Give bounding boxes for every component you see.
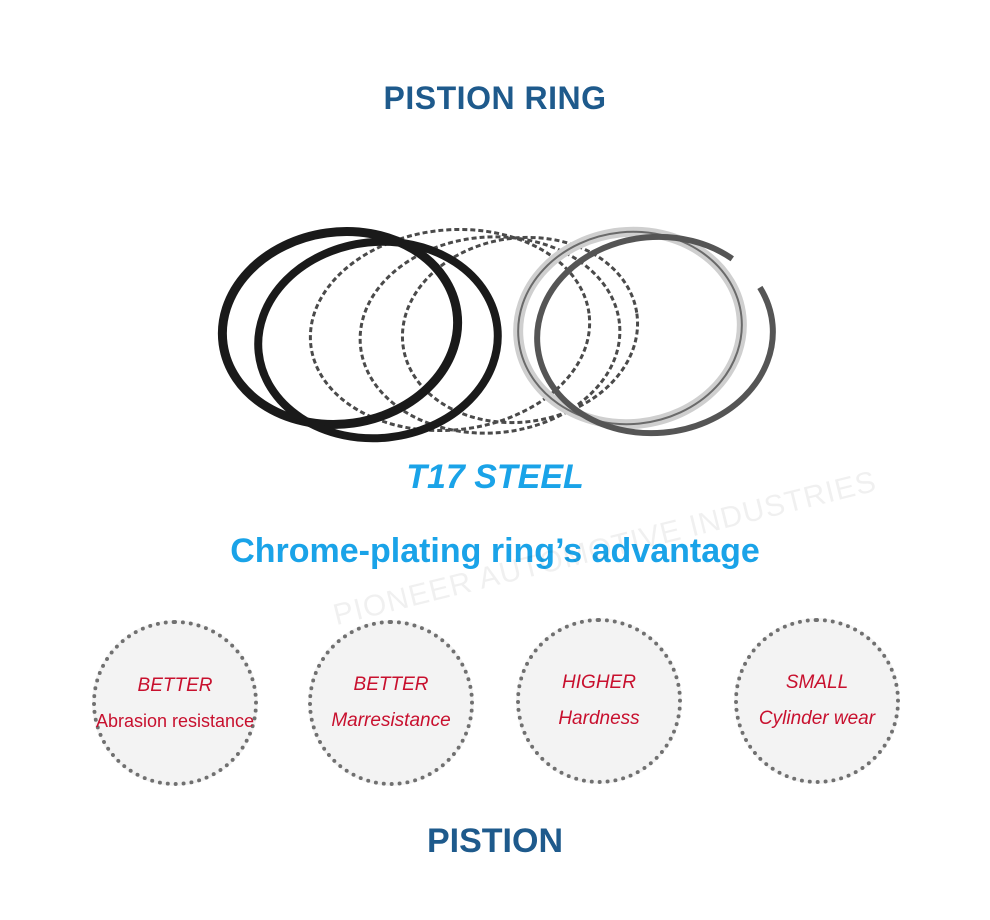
footer-title: PISTION	[426, 822, 564, 860]
advantage-list: BETTER Abrasion resistance BETTER Marres…	[0, 618, 990, 788]
advantage-circle-marresistance: BETTER Marresistance	[308, 620, 474, 786]
advantage-line1: SMALL	[785, 672, 849, 693]
advantage-heading: Chrome-plating ring’s advantage	[230, 532, 760, 570]
black-compression-rings	[217, 227, 502, 443]
silver-rings	[513, 226, 776, 437]
advantage-line2: Cylinder wear	[758, 708, 876, 729]
piston-rings-image	[217, 226, 776, 443]
advantage-circle-abrasion: BETTER Abrasion resistance	[92, 620, 258, 786]
advantage-line2: Abrasion resistance	[95, 710, 255, 731]
material-label: T17 STEEL	[406, 458, 584, 496]
advantage-line1: HIGHER	[562, 672, 636, 693]
advantage-line2: Hardness	[558, 708, 640, 729]
page-title: PISTION RING	[383, 80, 607, 116]
advantage-circle-hardness: HIGHER Hardness	[516, 618, 682, 784]
oil-ring-wavy	[308, 227, 640, 435]
advantage-line1: BETTER	[137, 674, 213, 696]
advantage-line1: BETTER	[353, 674, 429, 695]
advantage-line2: Marresistance	[331, 710, 451, 731]
advantage-circle-cylinder-wear: SMALL Cylinder wear	[734, 618, 900, 784]
